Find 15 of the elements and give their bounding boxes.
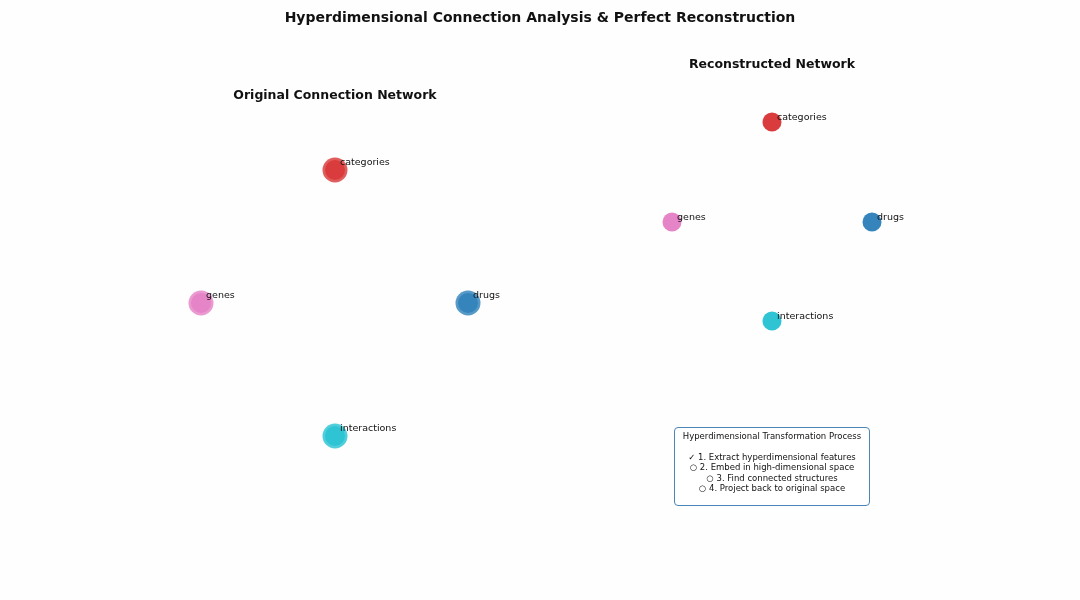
panel-title: Original Connection Network	[232, 87, 438, 102]
process-box	[674, 427, 870, 506]
node-label: categories	[777, 112, 827, 122]
process-step: ✓ 1. Extract hyperdimensional features	[680, 451, 864, 463]
process-step: ○ 4. Project back to original space	[680, 483, 864, 494]
node-label: genes	[206, 290, 235, 300]
panel-title: Reconstructed Network	[687, 56, 857, 71]
process-step: ○ 2. Embed in high-dimensional space	[680, 462, 864, 473]
chart-title: Hyperdimensional Connection Analysis & Perfect Reconstruction	[283, 9, 797, 25]
process-title: Hyperdimensional Transformation Process	[681, 431, 863, 442]
process-step: ○ 3. Find connected structures	[680, 472, 864, 484]
node-label: interactions	[777, 311, 834, 321]
node-label: interactions	[340, 423, 397, 433]
node-label: drugs	[877, 212, 904, 222]
node-label: genes	[677, 212, 706, 222]
